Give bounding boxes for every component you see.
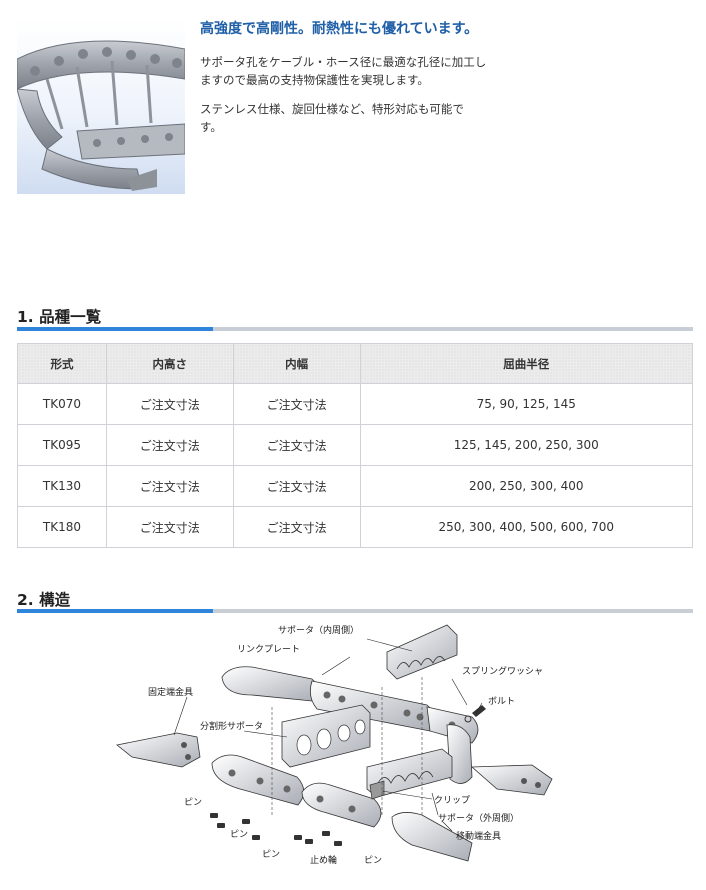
cell-inner-width: ご注文寸法	[232, 383, 361, 425]
label-stop-ring: 止め輪	[310, 854, 337, 866]
cell-inner-height: ご注文寸法	[105, 424, 234, 466]
cell-model: TK180	[17, 506, 107, 548]
cell-inner-height: ご注文寸法	[105, 383, 234, 425]
intro-text: 高強度で高剛性。耐熱性にも優れています。 サポータ孔をケーブル・ホース径に最適な…	[200, 19, 520, 147]
header-model: 形式	[17, 343, 107, 384]
label-clip: クリップ	[434, 795, 470, 806]
table-row: TK095 ご注文寸法 ご注文寸法 125, 145, 200, 250, 30…	[17, 424, 693, 466]
label-fixed-end: 固定端金具	[148, 686, 193, 698]
header-bend-radius: 屈曲半径	[359, 343, 693, 384]
label-link-plate: リンクプレート	[237, 644, 300, 655]
cell-inner-height: ご注文寸法	[105, 506, 234, 548]
cell-bend-radius: 250, 300, 400, 500, 600, 700	[359, 506, 693, 548]
label-pin-2: ピン	[230, 829, 248, 840]
cell-inner-width: ご注文寸法	[232, 506, 361, 548]
cell-inner-height: ご注文寸法	[105, 465, 234, 507]
product-spec-table: 形式 内高さ 内幅 屈曲半径 TK070 ご注文寸法 ご注文寸法 75, 90,…	[17, 343, 693, 548]
label-split-supporter: 分割形サポータ	[200, 720, 263, 732]
table-row: TK180 ご注文寸法 ご注文寸法 250, 300, 400, 500, 60…	[17, 506, 693, 548]
label-pin-3: ピン	[262, 849, 280, 860]
cell-bend-radius: 75, 90, 125, 145	[359, 383, 693, 425]
intro-heading: 高強度で高剛性。耐熱性にも優れています。	[200, 21, 479, 37]
label-pin-1: ピン	[184, 797, 202, 808]
table-header-row: 形式 内高さ 内幅 屈曲半径	[17, 343, 693, 384]
cell-bend-radius: 200, 250, 300, 400	[359, 465, 693, 507]
label-supporter-outer: サポータ（外周側）	[438, 812, 519, 824]
intro-section: 高強度で高剛性。耐熱性にも優れています。 サポータ孔をケーブル・ホース径に最適な…	[17, 19, 697, 194]
cable-carrier-photo	[17, 19, 185, 194]
label-supporter-inner: サポータ（内周側）	[278, 624, 359, 636]
cell-model: TK130	[17, 465, 107, 507]
intro-paragraph-1-line-2: ますので最高の支持物保護性を実現します。	[200, 73, 429, 87]
cell-model: TK070	[17, 383, 107, 425]
cell-inner-width: ご注文寸法	[232, 465, 361, 507]
header-inner-width: 内幅	[232, 343, 361, 384]
intro-paragraph-2: ステンレス仕様、旋回仕様など、特形対応も可能で す。	[200, 100, 520, 136]
label-pin-4: ピン	[364, 855, 382, 866]
table-row: TK130 ご注文寸法 ご注文寸法 200, 250, 300, 400	[17, 465, 693, 507]
intro-paragraph-2-line-1: ステンレス仕様、旋回仕様など、特形対応も可能で	[200, 102, 464, 116]
cell-model: TK095	[17, 424, 107, 466]
cell-bend-radius: 125, 145, 200, 250, 300	[359, 424, 693, 466]
label-spring-washer: スプリングワッシャ	[462, 665, 543, 677]
intro-paragraph-1: サポータ孔をケーブル・ホース径に最適な孔径に加工し ますので最高の支持物保護性を…	[200, 53, 520, 89]
header-inner-height: 内高さ	[105, 343, 234, 384]
label-moving-end: 移動端金具	[456, 830, 501, 842]
structure-exploded-diagram: サポータ（内周側） リンクプレート スプリングワッシャ 固定端金具 ボルト 分割…	[112, 617, 582, 875]
table-row: TK070 ご注文寸法 ご注文寸法 75, 90, 125, 145	[17, 383, 693, 425]
section-divider-1	[17, 327, 693, 331]
label-bolt: ボルト	[488, 696, 515, 707]
section-divider-2	[17, 609, 693, 613]
intro-paragraph-2-line-2: す。	[200, 120, 222, 134]
cell-inner-width: ご注文寸法	[232, 424, 361, 466]
section-title-product-list: 1. 品種一覧	[17, 308, 102, 326]
intro-paragraph-1-line-1: サポータ孔をケーブル・ホース径に最適な孔径に加工し	[200, 55, 487, 69]
section-title-structure: 2. 構造	[17, 591, 71, 609]
